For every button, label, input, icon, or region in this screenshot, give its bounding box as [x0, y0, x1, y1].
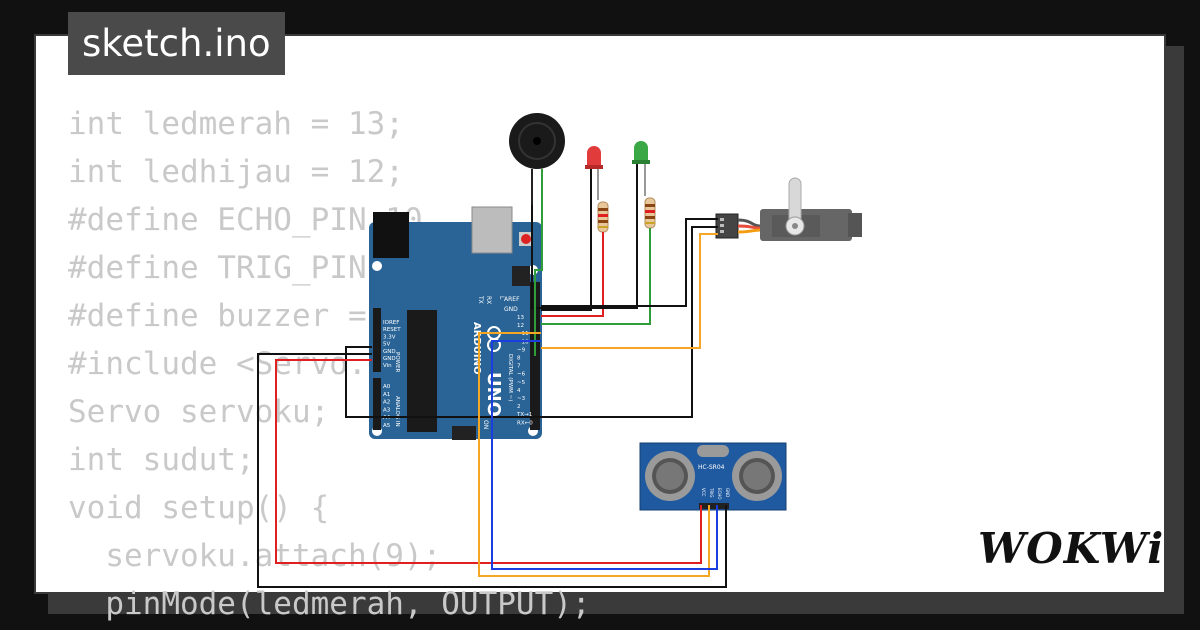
sensor-pin-label: TRIG: [709, 487, 714, 498]
arduino-brand: ARDUINO: [471, 322, 482, 374]
gnd-label: GND: [504, 306, 518, 313]
wire-servo-gnd: [541, 218, 718, 307]
analog-pin-label: A3: [383, 407, 391, 413]
digital-pin-label: 4: [517, 388, 521, 394]
digital-pin-label: 13: [517, 315, 524, 321]
canvas: [34, 34, 1166, 594]
red-led[interactable]: [585, 146, 603, 300]
rx-label: RX: [485, 296, 492, 304]
on-label: ON: [482, 420, 489, 429]
analog-pin-label: A2: [383, 400, 390, 406]
code-line: #define ECHO_PIN 10: [68, 202, 423, 238]
wire-red-led-gnd: [541, 300, 592, 311]
aref-label: AREF: [504, 296, 520, 303]
wire-sensor-vcc: [275, 359, 702, 564]
analog-pin-label: A1: [383, 392, 390, 398]
sensor-pin-label: ECHO: [717, 488, 722, 499]
code-background: int ledmerah = 13; int ledhijau = 12; #def…: [68, 100, 591, 628]
servo-motor[interactable]: [715, 177, 862, 241]
green-led[interactable]: [632, 141, 650, 305]
digital-pin-label: ~5: [517, 380, 526, 386]
wire-red-led-signal: [541, 232, 604, 317]
code-line: Servo servoku;: [68, 394, 330, 430]
digital-label: DIGITAL (PWM ~): [507, 354, 513, 401]
wire-sensor-echo: [491, 340, 718, 570]
arduino-model: UNO: [483, 372, 504, 417]
wire-green-led-signal: [541, 228, 651, 325]
buzzer[interactable]: [509, 113, 565, 205]
sensor-label: HC-SR04: [698, 464, 725, 471]
power-pin-label: GND: [383, 349, 396, 355]
digital-pin-label: 8: [517, 356, 521, 362]
wokwi-logo: WOKWi: [978, 524, 1165, 573]
code-line: #define buzzer = 8: [68, 298, 404, 334]
power-pin-label: IOREF: [383, 320, 399, 326]
wire-sensor-gnd: [257, 353, 727, 588]
power-pin-label: RESET: [383, 327, 401, 333]
wire-servo-vcc: [345, 226, 718, 418]
digital-pin-label: 12: [517, 323, 524, 329]
code-line: void setup() {: [68, 490, 330, 526]
arduino-uno-board[interactable]: AREF GND 1312~11~10~987~6~54~32TX→1RX←0 …: [369, 206, 542, 440]
digital-pin-label: ~11: [517, 331, 529, 337]
digital-pin-label: 2: [517, 404, 521, 410]
power-pin-label: Vin: [383, 363, 392, 369]
code-line: int ledhijau = 12;: [68, 154, 404, 190]
analog-pin-label: A5: [383, 423, 391, 429]
code-line: pinMode(ledmerah, OUTPUT);: [68, 586, 591, 622]
power-pin-label: 5V: [383, 342, 390, 348]
digital-pin-label: ~10: [517, 339, 529, 345]
wire-sensor-trig: [478, 332, 710, 577]
digital-pin-label: ~6: [517, 372, 526, 378]
tx-label: TX: [477, 295, 484, 304]
power-pin-label: 3.3V: [383, 334, 396, 340]
resistor-red-led[interactable]: [597, 201, 609, 233]
power-pin-label: GND: [383, 356, 396, 362]
power-label: POWER: [394, 352, 400, 373]
sensor-pin-label: GND: [725, 488, 730, 497]
wire-buzzer-gnd: [531, 205, 541, 309]
digital-pin-label: 7: [517, 364, 521, 370]
file-tab[interactable]: sketch.ino: [68, 12, 285, 75]
sensor-pin-label: VCC: [701, 488, 706, 497]
analog-label: ANALOG IN: [394, 396, 400, 427]
wire-buzzer-signal: [534, 205, 543, 356]
digital-pin-label: ~3: [517, 396, 526, 402]
wires: [257, 205, 727, 588]
digital-pin-label: RX←0: [517, 420, 533, 426]
digital-pin-label: ~9: [517, 347, 526, 353]
code-line: int sudut;: [68, 442, 255, 478]
analog-pin-label: A4: [383, 415, 391, 421]
code-line: servoku.attach(9);: [68, 538, 442, 574]
digital-pin-label: TX→1: [516, 412, 532, 418]
analog-pin-label: A0: [383, 384, 391, 390]
wire-servo-signal: [541, 233, 718, 349]
resistor-green-led[interactable]: [644, 197, 656, 229]
l-label: L: [498, 296, 505, 300]
code-line: int ledmerah = 13;: [68, 106, 404, 142]
